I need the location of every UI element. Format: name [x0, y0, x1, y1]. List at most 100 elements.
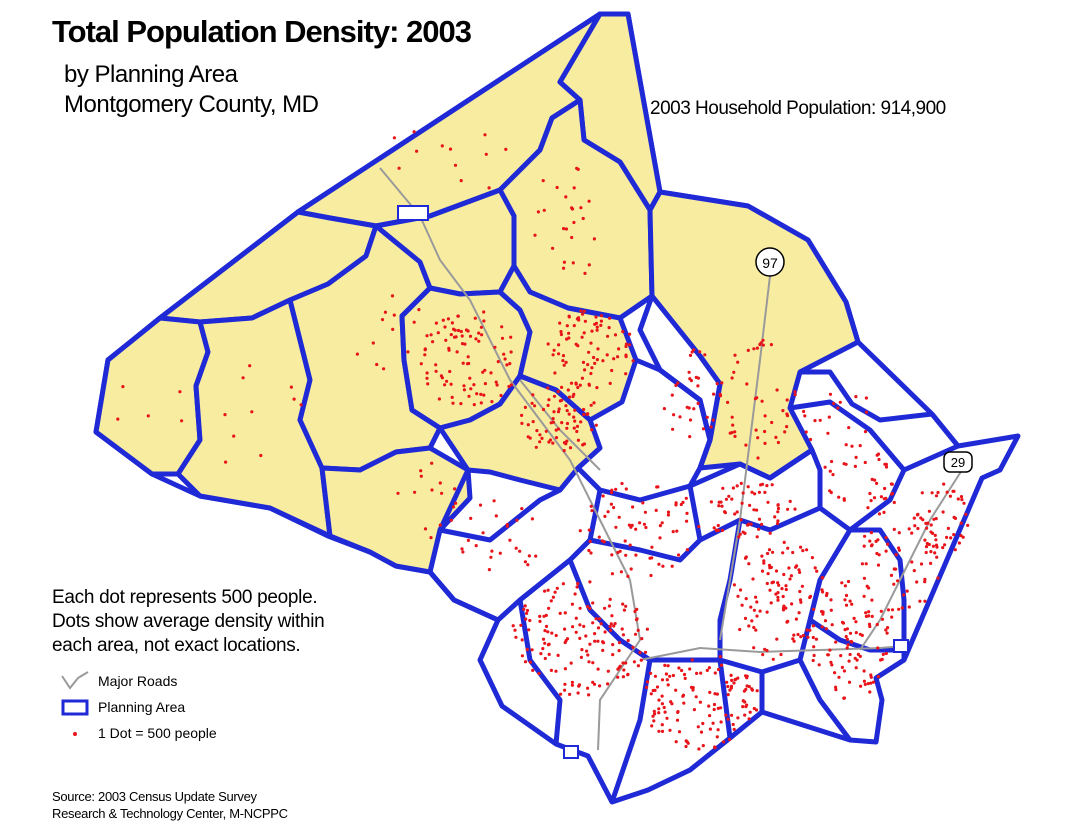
- population-dot: [473, 316, 477, 320]
- population-dot: [608, 316, 612, 320]
- population-dot: [490, 400, 494, 404]
- population-dot: [721, 486, 725, 490]
- population-dot: [897, 531, 901, 535]
- population-dot: [712, 526, 716, 530]
- population-dot: [755, 689, 759, 693]
- population-dot: [828, 648, 832, 652]
- population-dot: [949, 536, 953, 540]
- population-dot: [248, 364, 252, 368]
- population-dot: [593, 361, 597, 365]
- population-dot: [875, 453, 879, 457]
- population-dot: [530, 648, 534, 652]
- population-dot: [697, 747, 701, 751]
- population-dot: [831, 473, 835, 477]
- population-dot: [577, 683, 582, 687]
- population-dot: [726, 717, 730, 721]
- population-dot: [748, 503, 752, 507]
- population-dot: [867, 610, 871, 614]
- population-dot: [825, 591, 829, 596]
- population-dot: [289, 385, 293, 389]
- population-dot: [752, 608, 757, 612]
- population-dot: [719, 720, 723, 724]
- population-dot: [582, 407, 586, 412]
- population-dot: [828, 469, 832, 473]
- population-dot: [688, 353, 693, 357]
- population-dot: [596, 639, 600, 643]
- population-dot: [582, 624, 586, 629]
- population-dot: [945, 535, 949, 540]
- population-dot: [868, 539, 872, 543]
- population-dot: [813, 419, 817, 423]
- population-dot: [724, 713, 728, 717]
- population-dot: [727, 494, 731, 498]
- population-dot: [936, 576, 940, 580]
- population-dot: [552, 410, 556, 414]
- population-dot: [578, 383, 582, 387]
- population-dot: [886, 626, 890, 630]
- population-dot: [645, 680, 650, 684]
- population-dot: [579, 655, 584, 660]
- population-dot: [750, 619, 754, 623]
- population-dot: [494, 380, 498, 384]
- population-dot: [869, 499, 873, 503]
- population-dot: [453, 487, 457, 491]
- population-dot: [738, 532, 742, 536]
- population-dot: [617, 649, 621, 653]
- population-dot: [481, 531, 485, 535]
- population-dot: [292, 397, 296, 401]
- population-dot: [624, 372, 628, 376]
- population-dot: [533, 233, 537, 237]
- population-dot: [713, 692, 717, 696]
- population-dot: [735, 510, 739, 514]
- population-dot: [770, 483, 774, 487]
- population-dot: [802, 409, 806, 414]
- population-dot: [565, 426, 569, 430]
- population-dot: [929, 550, 933, 554]
- population-dot: [572, 186, 576, 190]
- population-dot: [739, 518, 743, 522]
- population-dot: [877, 457, 881, 462]
- population-dot: [890, 482, 894, 486]
- population-dot: [586, 653, 590, 657]
- population-dot: [729, 673, 733, 678]
- population-dot: [499, 393, 503, 398]
- note-line: Each dot represents 500 people.: [52, 587, 318, 608]
- population-dot: [628, 332, 632, 336]
- population-dot: [701, 721, 705, 726]
- population-dot: [670, 393, 674, 397]
- population-dot: [581, 312, 585, 316]
- population-dot: [801, 549, 805, 553]
- population-dot: [935, 555, 939, 559]
- population-dot: [697, 525, 701, 529]
- population-dot: [894, 553, 898, 557]
- population-dot: [797, 568, 801, 572]
- population-dot: [579, 309, 583, 313]
- population-dot: [676, 381, 680, 385]
- population-dot: [863, 682, 867, 687]
- population-dot: [782, 604, 786, 608]
- population-dot: [500, 325, 504, 329]
- population-dot: [544, 624, 549, 629]
- population-dot: [677, 730, 682, 734]
- population-dot: [648, 556, 652, 560]
- population-dot: [890, 615, 894, 619]
- population-dot: [562, 227, 566, 231]
- population-dot: [690, 658, 694, 662]
- interstate-shield-icon: [893, 639, 909, 653]
- population-dot: [755, 346, 760, 350]
- population-dot: [541, 637, 546, 641]
- population-dot: [931, 544, 936, 548]
- population-dot: [929, 530, 933, 534]
- note-line: each area, not exact locations.: [52, 635, 301, 656]
- population-dot: [751, 577, 755, 581]
- population-dot: [840, 581, 844, 585]
- population-dot: [694, 695, 698, 699]
- population-dot: [383, 310, 387, 314]
- population-dot: [483, 133, 487, 137]
- population-dot: [685, 519, 689, 523]
- population-dot: [775, 388, 779, 392]
- household-population: 2003 Household Population: 914,900: [650, 98, 946, 119]
- population-dot: [838, 400, 842, 404]
- population-dot: [443, 383, 447, 387]
- population-dot: [468, 376, 472, 380]
